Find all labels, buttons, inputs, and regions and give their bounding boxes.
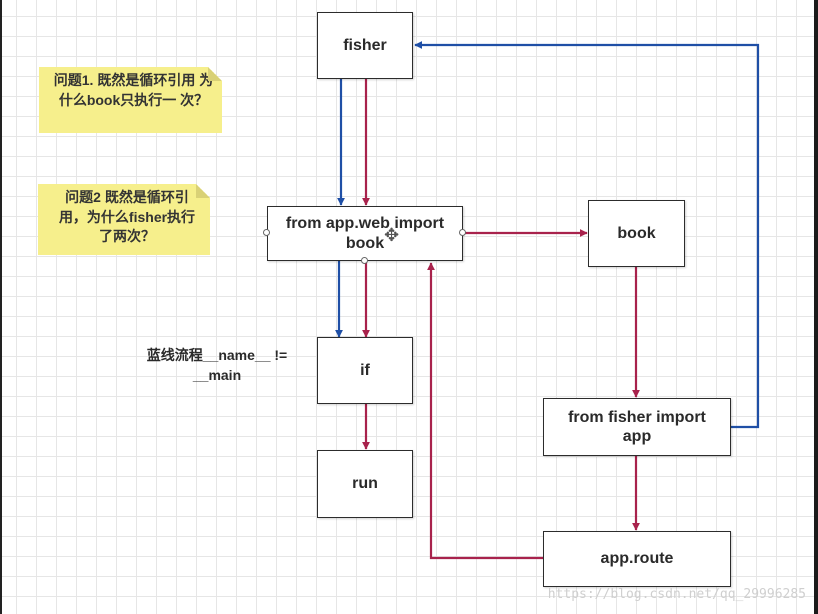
question-2-line-2: 用，为什么fisher执行 — [58, 208, 196, 225]
right-window-edge — [814, 0, 818, 614]
import-app-node-label-line2: app — [622, 428, 652, 445]
import-book-node[interactable]: from app.web import book — [267, 206, 463, 261]
blue-flow-caption: 蓝线流程__name__ != __main — [136, 346, 298, 385]
question-2-line-1: 问题2 既然是循环引 — [65, 189, 189, 205]
import-book-bottom-handle[interactable] — [361, 257, 368, 264]
blue-connector-import-app-to-fisher — [414, 41, 760, 429]
blue-flow-caption-line2: __main — [192, 366, 242, 383]
question-2-line-3: 了两次？ — [99, 228, 155, 245]
import-book-node-label-line1: from app.web import — [285, 215, 445, 233]
watermark-text: https://blog.csdn.net/qq_29996285 — [547, 587, 806, 602]
run-node-label: run — [352, 475, 378, 493]
blue-flow-caption-line1: 蓝线流程__name__ != — [146, 347, 288, 363]
question-1-line-2: 为什么book只执行一 — [58, 72, 214, 108]
question-1-note[interactable]: 问题1. 既然是循环引用 为什么book只执行一 次？ — [39, 67, 222, 133]
book-node[interactable]: book — [588, 200, 685, 267]
left-window-edge — [0, 0, 2, 614]
fisher-node[interactable]: fisher — [317, 12, 413, 79]
question-1-line-3: 次？ — [180, 91, 209, 108]
import-book-right-handle[interactable] — [459, 229, 466, 236]
red-connector-app-route-to-import-book — [427, 262, 543, 560]
move-cursor-icon: ✥ — [384, 225, 400, 245]
app-route-node[interactable]: app.route — [543, 531, 731, 587]
book-node-label: book — [617, 224, 656, 242]
import-book-left-handle[interactable] — [263, 229, 270, 236]
import-app-node[interactable]: from fisher import app — [543, 398, 731, 456]
if-node-label: if — [360, 361, 370, 379]
import-app-node-label-line1: from fisher import — [568, 408, 706, 426]
import-book-node-label-line2: book — [345, 234, 385, 252]
run-node[interactable]: run — [317, 450, 413, 518]
if-node[interactable]: if — [317, 337, 413, 404]
fisher-node-label: fisher — [343, 36, 387, 54]
question-1-line-1: 问题1. 既然是循环引用 — [53, 72, 196, 88]
question-2-note[interactable]: 问题2 既然是循环引 用，为什么fisher执行 了两次？ — [38, 184, 210, 255]
app-route-node-label: app.route — [600, 550, 674, 568]
